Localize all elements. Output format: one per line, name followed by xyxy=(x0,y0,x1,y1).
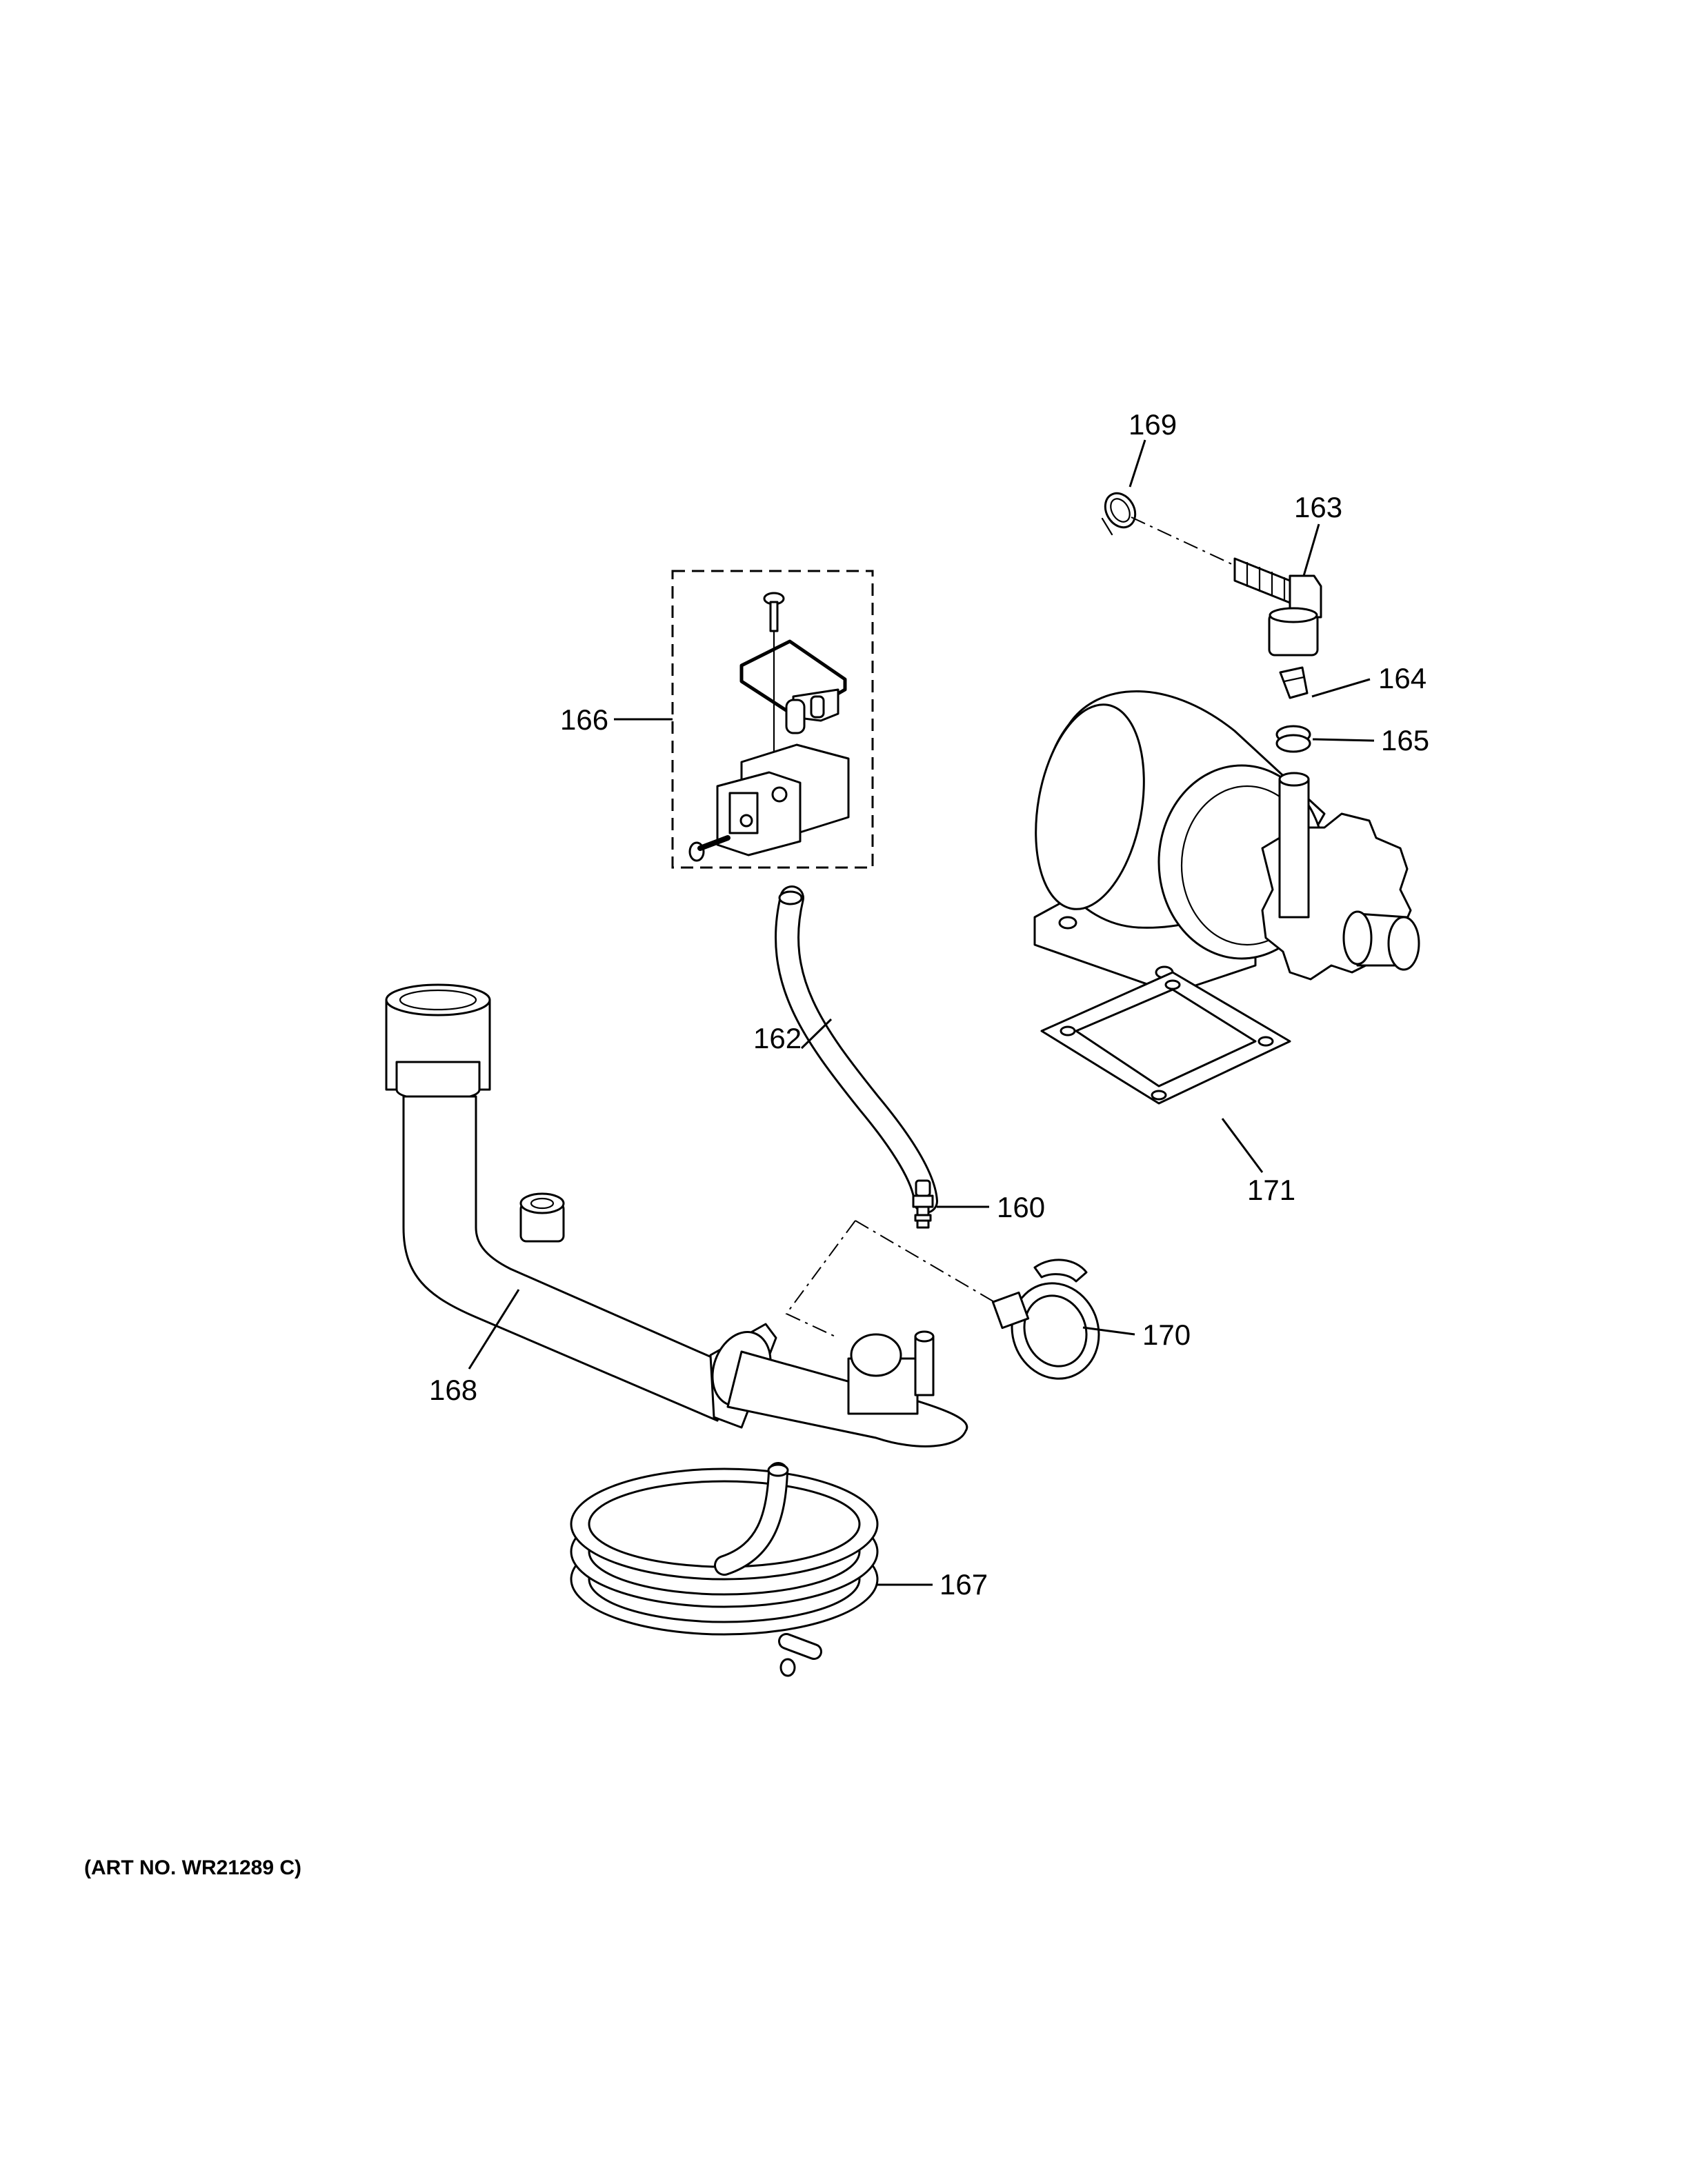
part-163-elbow xyxy=(1233,557,1322,657)
assembly-box-166 xyxy=(671,570,874,869)
leader-162 xyxy=(800,1018,833,1050)
part-170-clamp xyxy=(991,1259,1100,1380)
screw-top xyxy=(763,592,785,632)
leader-164 xyxy=(1311,678,1371,698)
part-169-clamp xyxy=(1101,492,1137,536)
callout-167: 167 xyxy=(940,1568,988,1601)
leader-170 xyxy=(1082,1326,1135,1336)
leader-165 xyxy=(1312,738,1375,742)
callout-171: 171 xyxy=(1247,1174,1295,1206)
art-number: (ART NO. WR21289 C) xyxy=(84,1856,301,1879)
callout-166: 166 xyxy=(560,703,608,736)
screw-side xyxy=(688,835,730,862)
callout-163: 163 xyxy=(1294,491,1342,523)
callout-162: 162 xyxy=(753,1022,802,1054)
part-160-fitting xyxy=(912,1179,934,1229)
centerline-169-163 xyxy=(1131,517,1235,566)
centerline-170b xyxy=(855,1220,997,1304)
part-162-tube xyxy=(775,885,938,1214)
callout-168: 168 xyxy=(429,1374,477,1406)
centerline-170 xyxy=(785,1220,856,1339)
leader-168 xyxy=(468,1289,520,1370)
switch-board xyxy=(739,639,847,734)
callout-169: 169 xyxy=(1129,408,1177,441)
part-168-drain-pipe xyxy=(385,983,968,1447)
leader-171 xyxy=(1221,1118,1264,1173)
callout-170: 170 xyxy=(1142,1319,1191,1351)
part-166-switch-assembly xyxy=(671,570,874,869)
pump-motor xyxy=(1033,690,1420,994)
part-165-oring xyxy=(1275,725,1311,753)
part-171-gasket xyxy=(1040,971,1291,1105)
part-167-coil-tube xyxy=(570,1462,879,1677)
callout-165: 165 xyxy=(1381,724,1429,757)
switch-bracket xyxy=(716,743,850,856)
callout-164: 164 xyxy=(1378,662,1426,694)
leader-163 xyxy=(1302,523,1320,577)
part-164-valve xyxy=(1279,666,1309,699)
callout-160: 160 xyxy=(997,1191,1045,1223)
leader-169 xyxy=(1129,439,1146,488)
